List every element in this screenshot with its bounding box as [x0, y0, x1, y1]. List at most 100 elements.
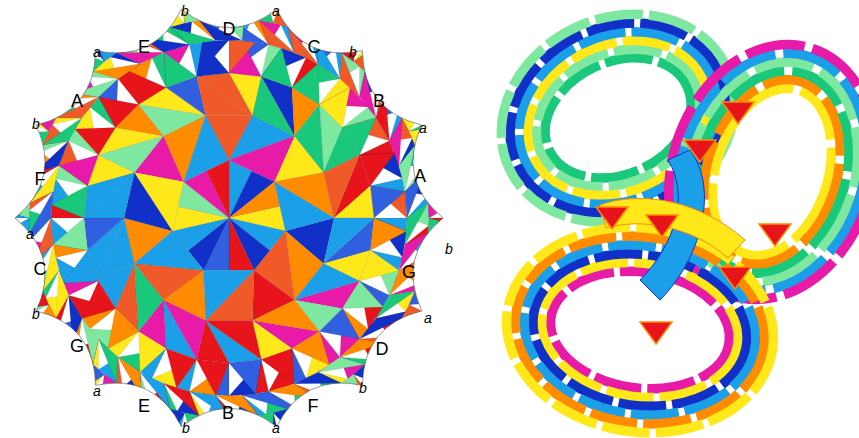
tile [292, 64, 320, 105]
tile [2, 167, 31, 196]
tile [334, 186, 374, 218]
vertex-label: b [359, 381, 367, 395]
tile [259, 20, 294, 52]
tile [354, 359, 386, 386]
tile [294, 372, 342, 384]
tile [39, 75, 60, 112]
tile [428, 192, 459, 209]
vertex-label: b [32, 117, 40, 131]
tile [319, 88, 350, 128]
tile [7, 142, 34, 174]
tile [335, 28, 358, 62]
vertex-label: b [349, 45, 357, 59]
tile [229, 41, 261, 77]
tile [342, 118, 376, 155]
tile [207, 0, 229, 19]
tile [251, 0, 273, 23]
vertex-label: a [272, 4, 280, 18]
tile [30, 305, 60, 333]
tile [55, 68, 88, 93]
tile [385, 75, 419, 94]
ribbon-band [493, 210, 787, 438]
tile [370, 359, 385, 397]
side-label: E [138, 397, 150, 415]
tile [354, 44, 379, 77]
vertex-label: a [26, 227, 34, 241]
tile [34, 141, 69, 174]
tile [370, 62, 397, 94]
tile [354, 374, 373, 408]
tile [26, 111, 60, 132]
tile [0, 175, 30, 195]
tile [34, 81, 59, 111]
tile [418, 150, 453, 167]
tile [39, 343, 73, 362]
tile [318, 357, 365, 372]
tile [370, 62, 408, 77]
side-label: E [138, 38, 150, 56]
tile [424, 174, 458, 193]
tile [274, 182, 334, 231]
tile [389, 263, 424, 296]
tile [252, 300, 319, 331]
tile [203, 0, 220, 19]
tile [44, 324, 73, 354]
tile [229, 359, 261, 394]
junction-triangle [646, 215, 678, 237]
tile [207, 0, 229, 19]
tile [82, 318, 99, 364]
side-label: G [402, 263, 416, 281]
tile [197, 40, 229, 77]
tile [428, 196, 459, 218]
tile [114, 11, 129, 49]
hyperbolic-tiling [0, 0, 459, 438]
tile [3, 240, 34, 262]
tile [2, 252, 34, 269]
tile [229, 40, 256, 73]
tile [59, 155, 99, 186]
side-label: A [414, 167, 426, 185]
tile [204, 270, 254, 320]
tile [82, 281, 116, 318]
side-label: F [308, 397, 319, 415]
tile [56, 271, 69, 319]
tile [129, 71, 166, 105]
tile [134, 231, 203, 270]
tile [66, 44, 87, 77]
vertex-label: a [424, 311, 432, 325]
tile [0, 244, 34, 263]
tile [63, 250, 98, 283]
tile [86, 28, 105, 62]
tile [370, 55, 403, 76]
tile [55, 359, 88, 380]
tile [197, 73, 253, 116]
tile [295, 1, 321, 29]
tile [52, 186, 88, 218]
tile [229, 0, 251, 19]
junction-triangle [722, 102, 754, 124]
tile [316, 11, 344, 38]
tile [197, 359, 229, 395]
tile [107, 15, 123, 49]
junction-triangle [640, 322, 672, 344]
vertex-label: a [272, 421, 280, 435]
tile [139, 331, 167, 372]
tile [153, 0, 170, 29]
tile [398, 324, 419, 361]
tile [137, 1, 153, 38]
tile [108, 308, 139, 348]
tile [22, 318, 60, 333]
junction-triangle [719, 267, 751, 289]
tile [405, 203, 428, 244]
tile [163, 407, 185, 438]
side-label: B [222, 404, 234, 422]
tile [295, 105, 324, 173]
side-label: B [373, 92, 385, 110]
tile [129, 4, 145, 38]
vertex-label: a [419, 121, 427, 135]
tile [424, 167, 456, 184]
tile [99, 374, 122, 408]
junction-triangle [759, 224, 791, 246]
side-label: D [376, 340, 389, 358]
tile [254, 231, 294, 300]
